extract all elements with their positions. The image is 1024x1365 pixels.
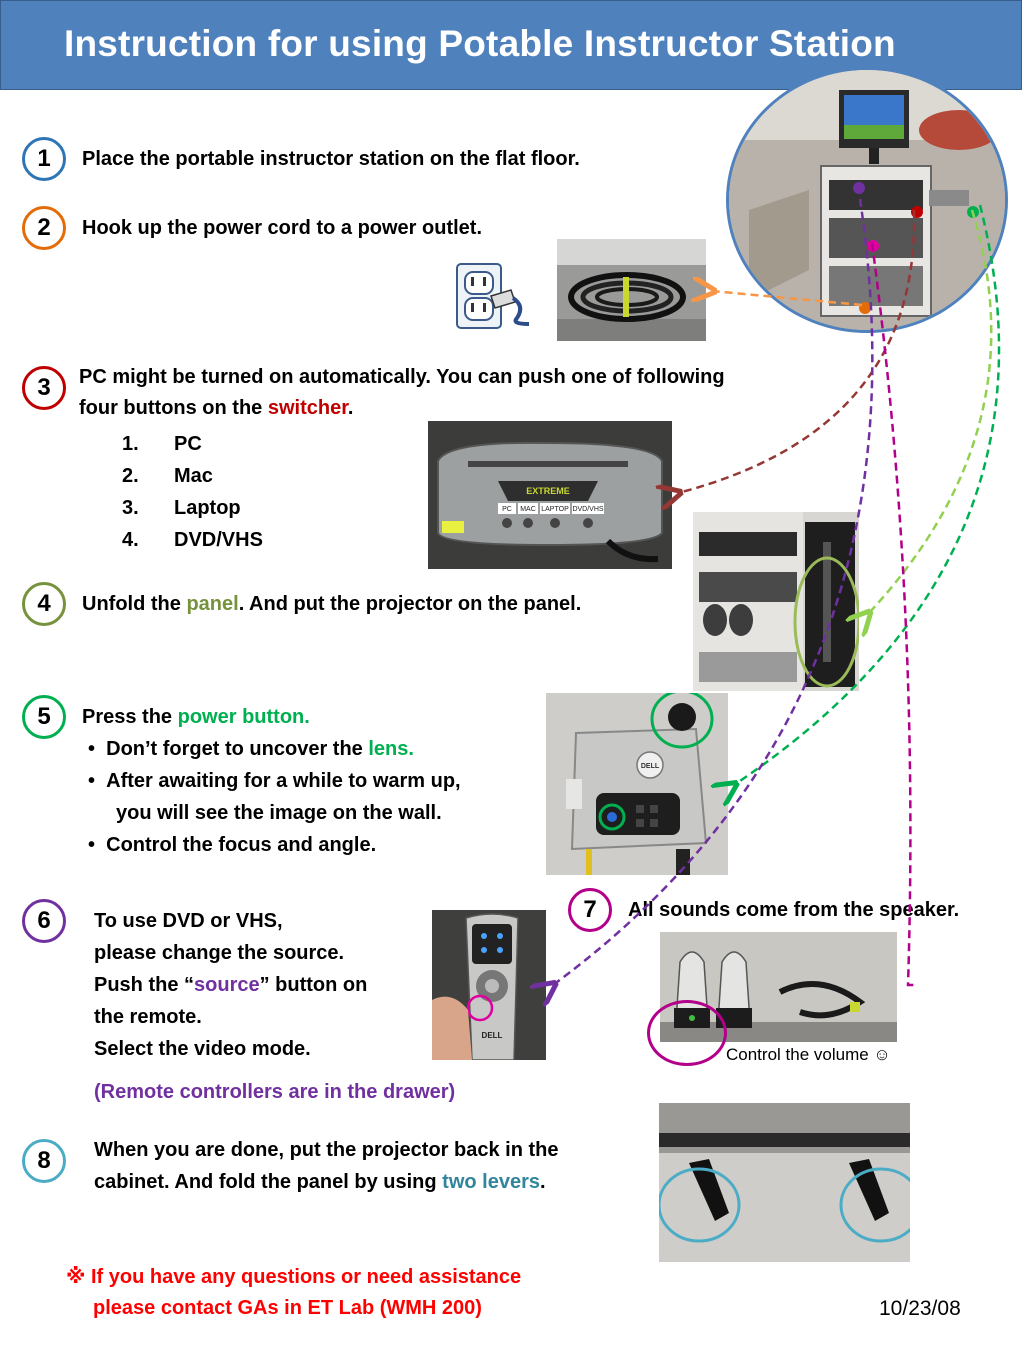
step-5-title: Press the power button. <box>82 701 310 733</box>
source-highlight: source <box>194 974 260 996</box>
date-stamp: 10/23/08 <box>879 1297 961 1320</box>
step-3-line2-end: . <box>347 397 354 419</box>
step-5-bullets: • Don’t forget to uncover the lens. • Af… <box>88 733 461 861</box>
step-8-line: cabinet. And fold the panel by using two… <box>94 1166 559 1198</box>
switcher-brand-label: EXTREME <box>526 486 570 496</box>
step-4-text-post: . And put the projector on the panel. <box>238 593 582 615</box>
power-cord-photo <box>557 239 706 341</box>
list-item: 2. Mac <box>122 460 263 492</box>
list-item: • Control the focus and angle. <box>88 834 377 856</box>
list-number: 1. <box>122 433 139 455</box>
levers-photo <box>659 1103 910 1262</box>
bullet-text: Control the focus and angle. <box>106 834 377 856</box>
panel-highlight: panel <box>186 593 239 615</box>
step-8-badge: 8 <box>22 1139 66 1183</box>
step-4-badge: 4 <box>22 582 66 626</box>
station-photo <box>726 67 1008 333</box>
switcher-label-pc: PC <box>502 506 512 513</box>
list-item: 4. DVD/VHS <box>122 524 263 556</box>
title-banner: Instruction for using Potable Instructor… <box>0 0 1022 90</box>
step-6-line-pre: Push the “ <box>94 974 195 996</box>
list-label: DVD/VHS <box>174 529 263 551</box>
arrow-to-speakers <box>870 242 915 987</box>
power-button-highlight: power button. <box>177 706 310 728</box>
two-levers-highlight: two levers <box>442 1171 540 1193</box>
page-title: Instruction for using Potable Instructor… <box>64 23 896 64</box>
step-5-badge: 5 <box>22 695 66 739</box>
switcher-label-dvd: DVD/VHS <box>572 506 603 513</box>
help-note-line2: please contact GAs in ET Lab (WMH 200) <box>93 1297 482 1319</box>
step-6-line: To use DVD or VHS, <box>94 910 283 932</box>
step-3-badge: 3 <box>22 366 66 410</box>
remote-brand-label: DELL <box>482 1031 503 1040</box>
switcher-label-laptop: LAPTOP <box>541 506 569 513</box>
step-1-text: Place the portable instructor station on… <box>82 148 580 170</box>
list-number: 4. <box>122 529 139 551</box>
list-label: Mac <box>174 465 213 487</box>
list-item: • Don’t forget to uncover the lens. <box>88 738 414 760</box>
step-6-line: the remote. <box>94 1006 202 1028</box>
step-6-line: Select the video mode. <box>94 1038 311 1060</box>
remote-photo: DELL <box>432 910 546 1060</box>
power-outlet-icon <box>455 262 535 330</box>
step-6-line: Push the “source” button on <box>94 969 367 1001</box>
projector-brand-label: DELL <box>641 763 660 770</box>
step-6-line: please change the source. <box>94 942 345 964</box>
list-number: 3. <box>122 497 139 519</box>
step-5-title-pre: Press the <box>82 706 178 728</box>
step-3-line2: four buttons on the switcher. <box>79 392 353 424</box>
step-6-text: To use DVD or VHS, please change the sou… <box>94 905 367 1065</box>
list-number: 2. <box>122 465 139 487</box>
cart-panel-photo <box>693 512 859 691</box>
switcher-photo: EXTREME PC MAC LAPTOP DVD/VHS <box>428 421 672 569</box>
step-4-text: Unfold the panel. And put the projector … <box>82 588 581 620</box>
help-note-line1: ※ If you have any questions or need assi… <box>66 1266 522 1288</box>
volume-caption: Control the volume ☺ <box>726 1045 891 1064</box>
volume-highlight-circle <box>647 1000 727 1066</box>
station-illustration <box>729 70 1005 330</box>
switcher-label-mac: MAC <box>520 506 536 513</box>
step-8-line-pre: cabinet. And fold the panel by using <box>94 1171 443 1193</box>
list-item: 1. PC <box>122 428 263 460</box>
step-8-text: When you are done, put the projector bac… <box>94 1134 559 1198</box>
step-3-line1: PC might be turned on automatically. You… <box>79 366 725 388</box>
step-4-text-pre: Unfold the <box>82 593 187 615</box>
step-3-line2-text: four buttons on the <box>79 397 268 419</box>
list-item: you will see the image on the wall. <box>88 797 461 829</box>
bullet-text-cont: you will see the image on the wall. <box>116 802 442 824</box>
step-6-line-post: ” button on <box>259 974 368 996</box>
bullet-text: Don’t forget to uncover the <box>106 738 369 760</box>
list-label: PC <box>174 433 202 455</box>
step-7-badge: 7 <box>568 888 612 932</box>
list-item: 3. Laptop <box>122 492 263 524</box>
step-2-badge: 2 <box>22 206 66 250</box>
step-1-badge: 1 <box>22 137 66 181</box>
projector-photo: DELL <box>546 693 728 875</box>
switcher-button-list: 1. PC 2. Mac 3. Laptop 4. DVD/VHS <box>122 428 263 556</box>
bullet-text: After awaiting for a while to warm up, <box>106 770 461 792</box>
list-item: • After awaiting for a while to warm up, <box>88 770 461 792</box>
step-2-text: Hook up the power cord to a power outlet… <box>82 217 483 239</box>
step-8-line: When you are done, put the projector bac… <box>94 1139 559 1161</box>
step-8-line-post: . <box>540 1171 546 1193</box>
step-7-text: All sounds come from the speaker. <box>628 899 960 921</box>
list-label: Laptop <box>174 497 241 519</box>
switcher-highlight: switcher <box>267 397 348 419</box>
step-6-badge: 6 <box>22 899 66 943</box>
remote-location-note: (Remote controllers are in the drawer) <box>94 1081 456 1103</box>
lens-highlight: lens. <box>368 738 414 760</box>
